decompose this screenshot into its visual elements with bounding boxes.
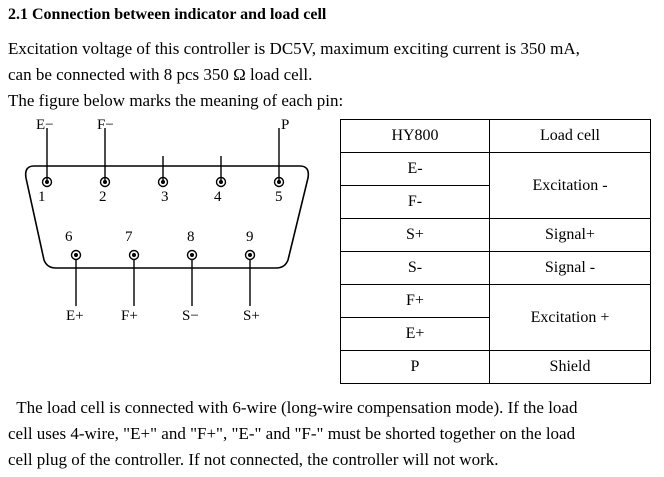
db9-connector-diagram: E− F− P 1 2 3 4 5 6 7 8 9 E+ F+ S− S+	[24, 117, 310, 324]
table-row: S+ Signal+	[340, 218, 651, 252]
pin-number: 8	[187, 229, 195, 245]
function-cell: Signal -	[489, 251, 651, 285]
wiring-note-paragraph: The load cell is connected with 6-wire (…	[8, 395, 658, 473]
pin-number: 5	[275, 189, 283, 205]
pin-cell: S-	[340, 251, 490, 285]
label-s-plus: S+	[243, 308, 260, 324]
header-load-cell: Load cell	[489, 119, 651, 153]
label-p: P	[281, 117, 289, 133]
pin-cell: S+	[340, 218, 490, 252]
pin-cell: F-	[340, 185, 490, 219]
pin-number: 1	[38, 189, 46, 205]
intro-paragraph: Excitation voltage of this controller is…	[8, 36, 658, 114]
intro-line: can be connected with 8 pcs 350 Ω load c…	[8, 65, 313, 84]
function-cell: Excitation +	[489, 284, 651, 351]
bottom-pin-markers	[70, 249, 256, 261]
pin-cell: F+	[340, 284, 490, 318]
table-header-row: HY800 Load cell	[340, 119, 651, 153]
label-s-minus: S−	[182, 308, 199, 324]
header-hy800: HY800	[340, 119, 490, 153]
pin-cell: E+	[340, 317, 490, 351]
note-line: The load cell is connected with 6-wire (…	[8, 398, 578, 417]
pin-cell: E-	[340, 152, 490, 186]
table-row: F+ Excitation +	[340, 284, 651, 351]
intro-line: The figure below marks the meaning of ea…	[8, 91, 344, 110]
label-f-minus: F−	[97, 117, 114, 133]
pin-number: 3	[161, 189, 169, 205]
note-line: cell uses 4-wire, "E+" and "F+", "E-" an…	[8, 424, 576, 443]
function-cell: Excitation -	[489, 152, 651, 219]
function-cell: Shield	[489, 350, 651, 384]
table-row: E- Excitation -	[340, 152, 651, 219]
pin-number: 4	[214, 189, 222, 205]
label-f-plus: F+	[121, 308, 138, 324]
pin-number: 7	[125, 229, 133, 245]
section-heading: 2.1 Connection between indicator and loa…	[8, 6, 327, 23]
note-line: cell plug of the controller. If not conn…	[8, 450, 499, 469]
table-row: E+	[340, 317, 651, 351]
pin-cell: P	[340, 350, 490, 384]
table-row: P Shield	[340, 350, 651, 384]
intro-line: Excitation voltage of this controller is…	[8, 39, 580, 58]
label-e-minus: E−	[36, 117, 54, 133]
connector-outline	[24, 165, 310, 269]
label-e-plus: E+	[66, 308, 84, 324]
top-pin-markers	[41, 176, 285, 188]
pin-number: 9	[246, 229, 254, 245]
pin-number: 6	[65, 229, 73, 245]
pin-mapping-table: HY800 Load cell E- Excitation - F- S+ Si…	[340, 119, 651, 384]
pin-number: 2	[99, 189, 107, 205]
table-row: S- Signal -	[340, 251, 651, 285]
function-cell: Signal+	[489, 218, 651, 252]
